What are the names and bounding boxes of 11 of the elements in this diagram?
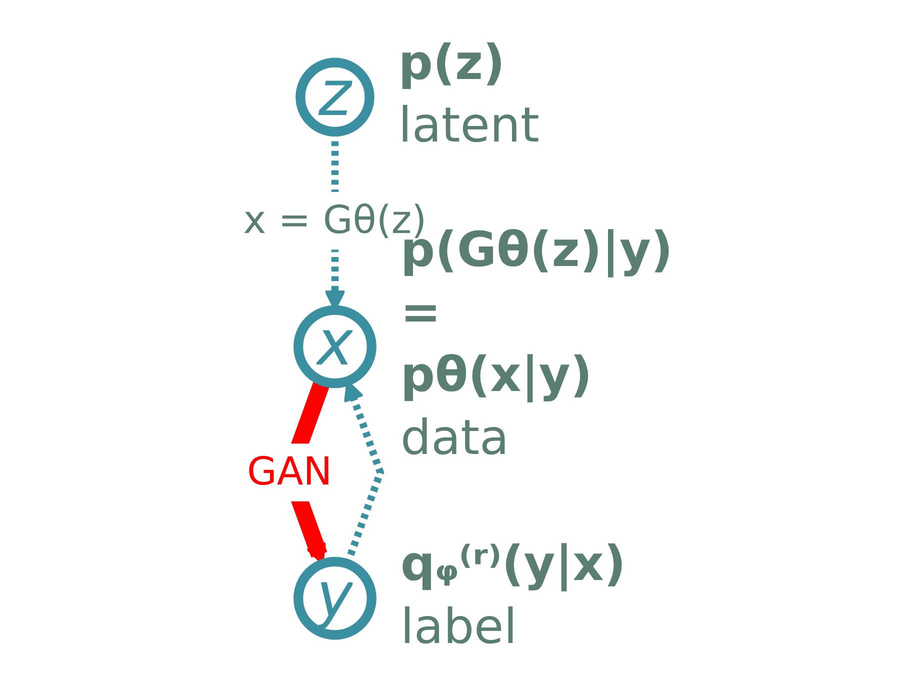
node-annotation: label (400, 598, 517, 654)
node-annotation: p(z) (398, 34, 505, 90)
node-annotation: = (400, 284, 440, 340)
node-annotation: pθ(x|y) (400, 346, 592, 403)
node-circle: x (293, 304, 376, 388)
edge-label: GAN (246, 448, 332, 494)
node-annotation: qᵩ⁽ʳ⁾(y|x) (400, 536, 626, 592)
node-annotation: data (400, 409, 509, 466)
node-circle: y (293, 556, 376, 640)
node-annotation: latent (398, 97, 539, 154)
node-circle: z (295, 57, 374, 136)
